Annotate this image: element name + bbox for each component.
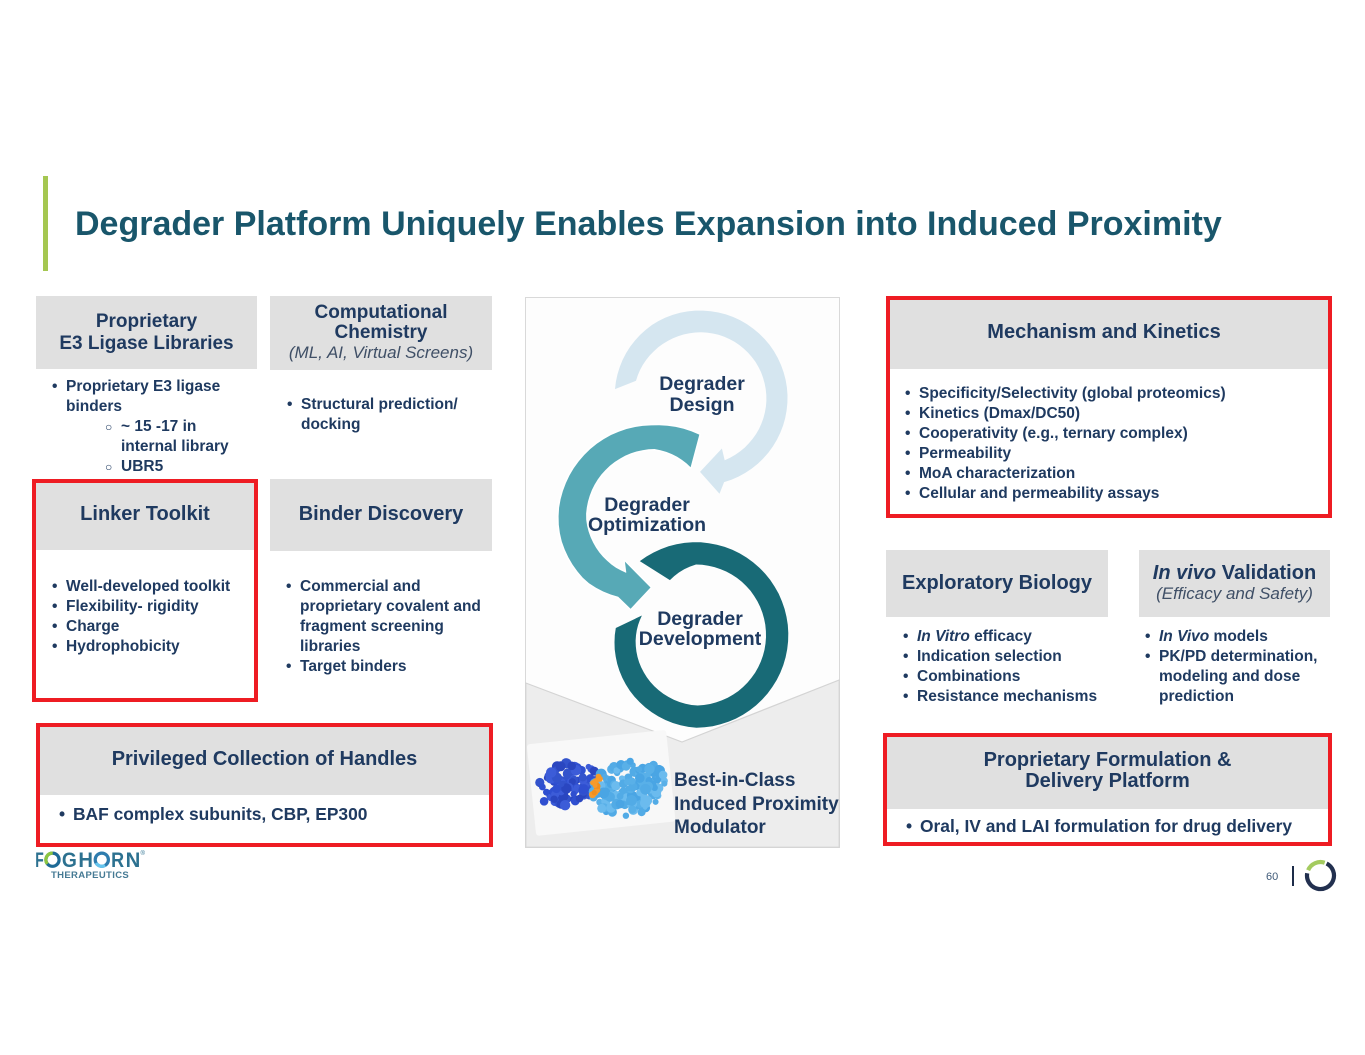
svg-text:H: H [78, 848, 93, 872]
svg-text:F: F [35, 848, 44, 872]
svg-text:R: R [111, 848, 124, 872]
svg-text:N: N [126, 848, 141, 872]
svg-text:®: ® [141, 850, 146, 857]
svg-text:G: G [62, 848, 77, 872]
